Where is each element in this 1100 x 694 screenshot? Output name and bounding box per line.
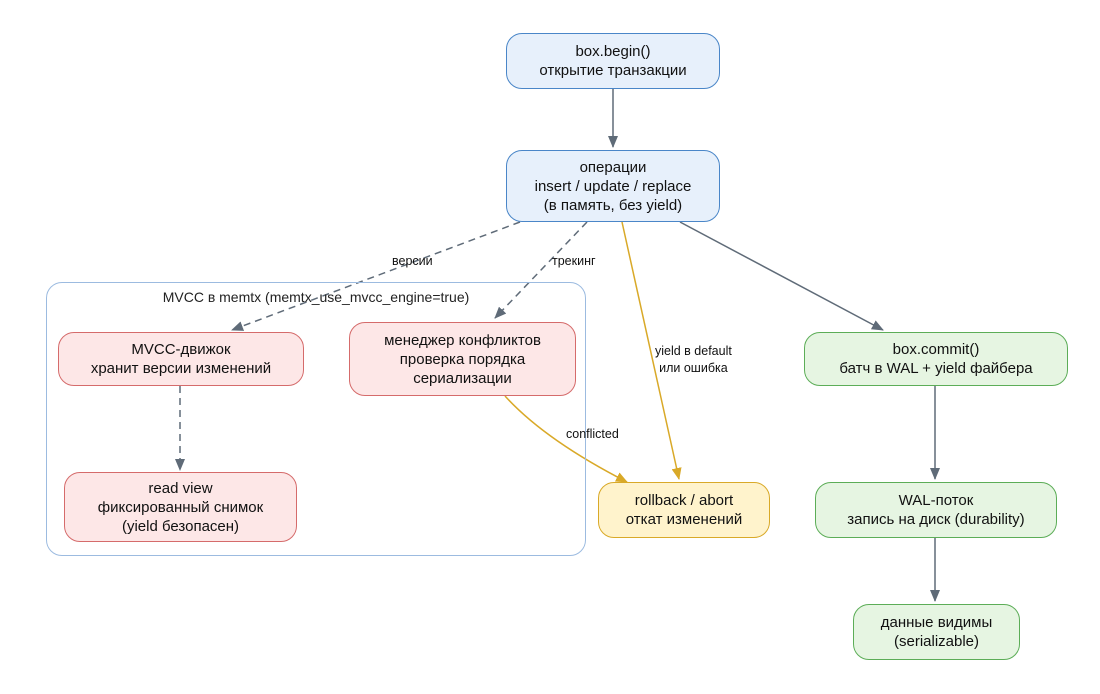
node-read-view-line3: (yield безопасен)	[121, 517, 240, 535]
node-wal-stream: WAL-поток запись на диск (durability)	[815, 482, 1057, 538]
node-conflict-manager-line1: менеджер конфликтов	[384, 331, 541, 349]
edge-ops-to-commit	[679, 221, 884, 331]
node-box-begin: box.begin() открытие транзакции	[506, 33, 720, 89]
node-conflict-manager: менеджер конфликтов проверка порядка сер…	[349, 322, 576, 396]
node-mvcc-engine-line1: MVCC-движок	[131, 341, 231, 358]
node-mvcc-engine-line2: хранит версии изменений	[90, 360, 272, 377]
mvcc-cluster: MVCC в memtx (memtx_use_mvcc_engine=true…	[46, 282, 586, 556]
node-box-commit-line1: box.commit()	[892, 341, 980, 358]
node-rollback-line1: rollback / abort	[634, 492, 734, 509]
node-read-view-line1: read view	[148, 479, 213, 497]
edge-label-yield-line1: yield в default	[655, 344, 732, 358]
node-data-visible: данные видимы (serializable)	[853, 604, 1020, 660]
node-operations-line3: (в память, без yield)	[543, 196, 683, 214]
node-data-visible-line1: данные видимы	[880, 614, 993, 631]
node-read-view: read view фиксированный снимок (yield бе…	[64, 472, 297, 542]
node-data-visible-line2: (serializable)	[893, 633, 980, 650]
mvcc-cluster-label: MVCC в memtx (memtx_use_mvcc_engine=true…	[162, 289, 470, 305]
node-rollback-line2: откат изменений	[625, 511, 743, 528]
node-read-view-line2: фиксированный снимок	[97, 498, 264, 516]
edge-conflict-to-rollback	[504, 395, 628, 483]
edge-label-conflicted: conflicted	[566, 427, 619, 441]
node-operations-line2: insert / update / replace	[534, 177, 692, 195]
node-mvcc-engine: MVCC-движок хранит версии изменений	[58, 332, 304, 386]
edge-label-tracking: трекинг	[552, 254, 596, 268]
node-operations-line1: операции	[579, 158, 647, 176]
edge-ops-to-rollback	[621, 221, 682, 480]
node-wal-stream-line2: запись на диск (durability)	[847, 511, 1025, 528]
edge-label-yield-line2: или ошибка	[659, 361, 728, 375]
edge-ops-to-conflict	[494, 221, 588, 319]
edge-label-yield: yield в default или ошибка	[655, 343, 732, 377]
node-box-commit: box.commit() батч в WAL + yield файбера	[804, 332, 1068, 386]
node-rollback: rollback / abort откат изменений	[598, 482, 770, 538]
node-conflict-manager-line3: сериализации	[413, 369, 512, 387]
node-conflict-manager-line2: проверка порядка	[399, 350, 526, 368]
node-box-commit-line2: батч в WAL + yield файбера	[839, 360, 1033, 377]
node-wal-stream-line1: WAL-поток	[898, 492, 974, 509]
node-box-begin-line2: открытие транзакции	[539, 62, 687, 79]
node-box-begin-line1: box.begin()	[575, 43, 651, 60]
edge-label-versions: версии	[392, 254, 433, 268]
edge-ops-to-mvcc	[231, 221, 521, 331]
node-operations: операции insert / update / replace (в па…	[506, 150, 720, 222]
